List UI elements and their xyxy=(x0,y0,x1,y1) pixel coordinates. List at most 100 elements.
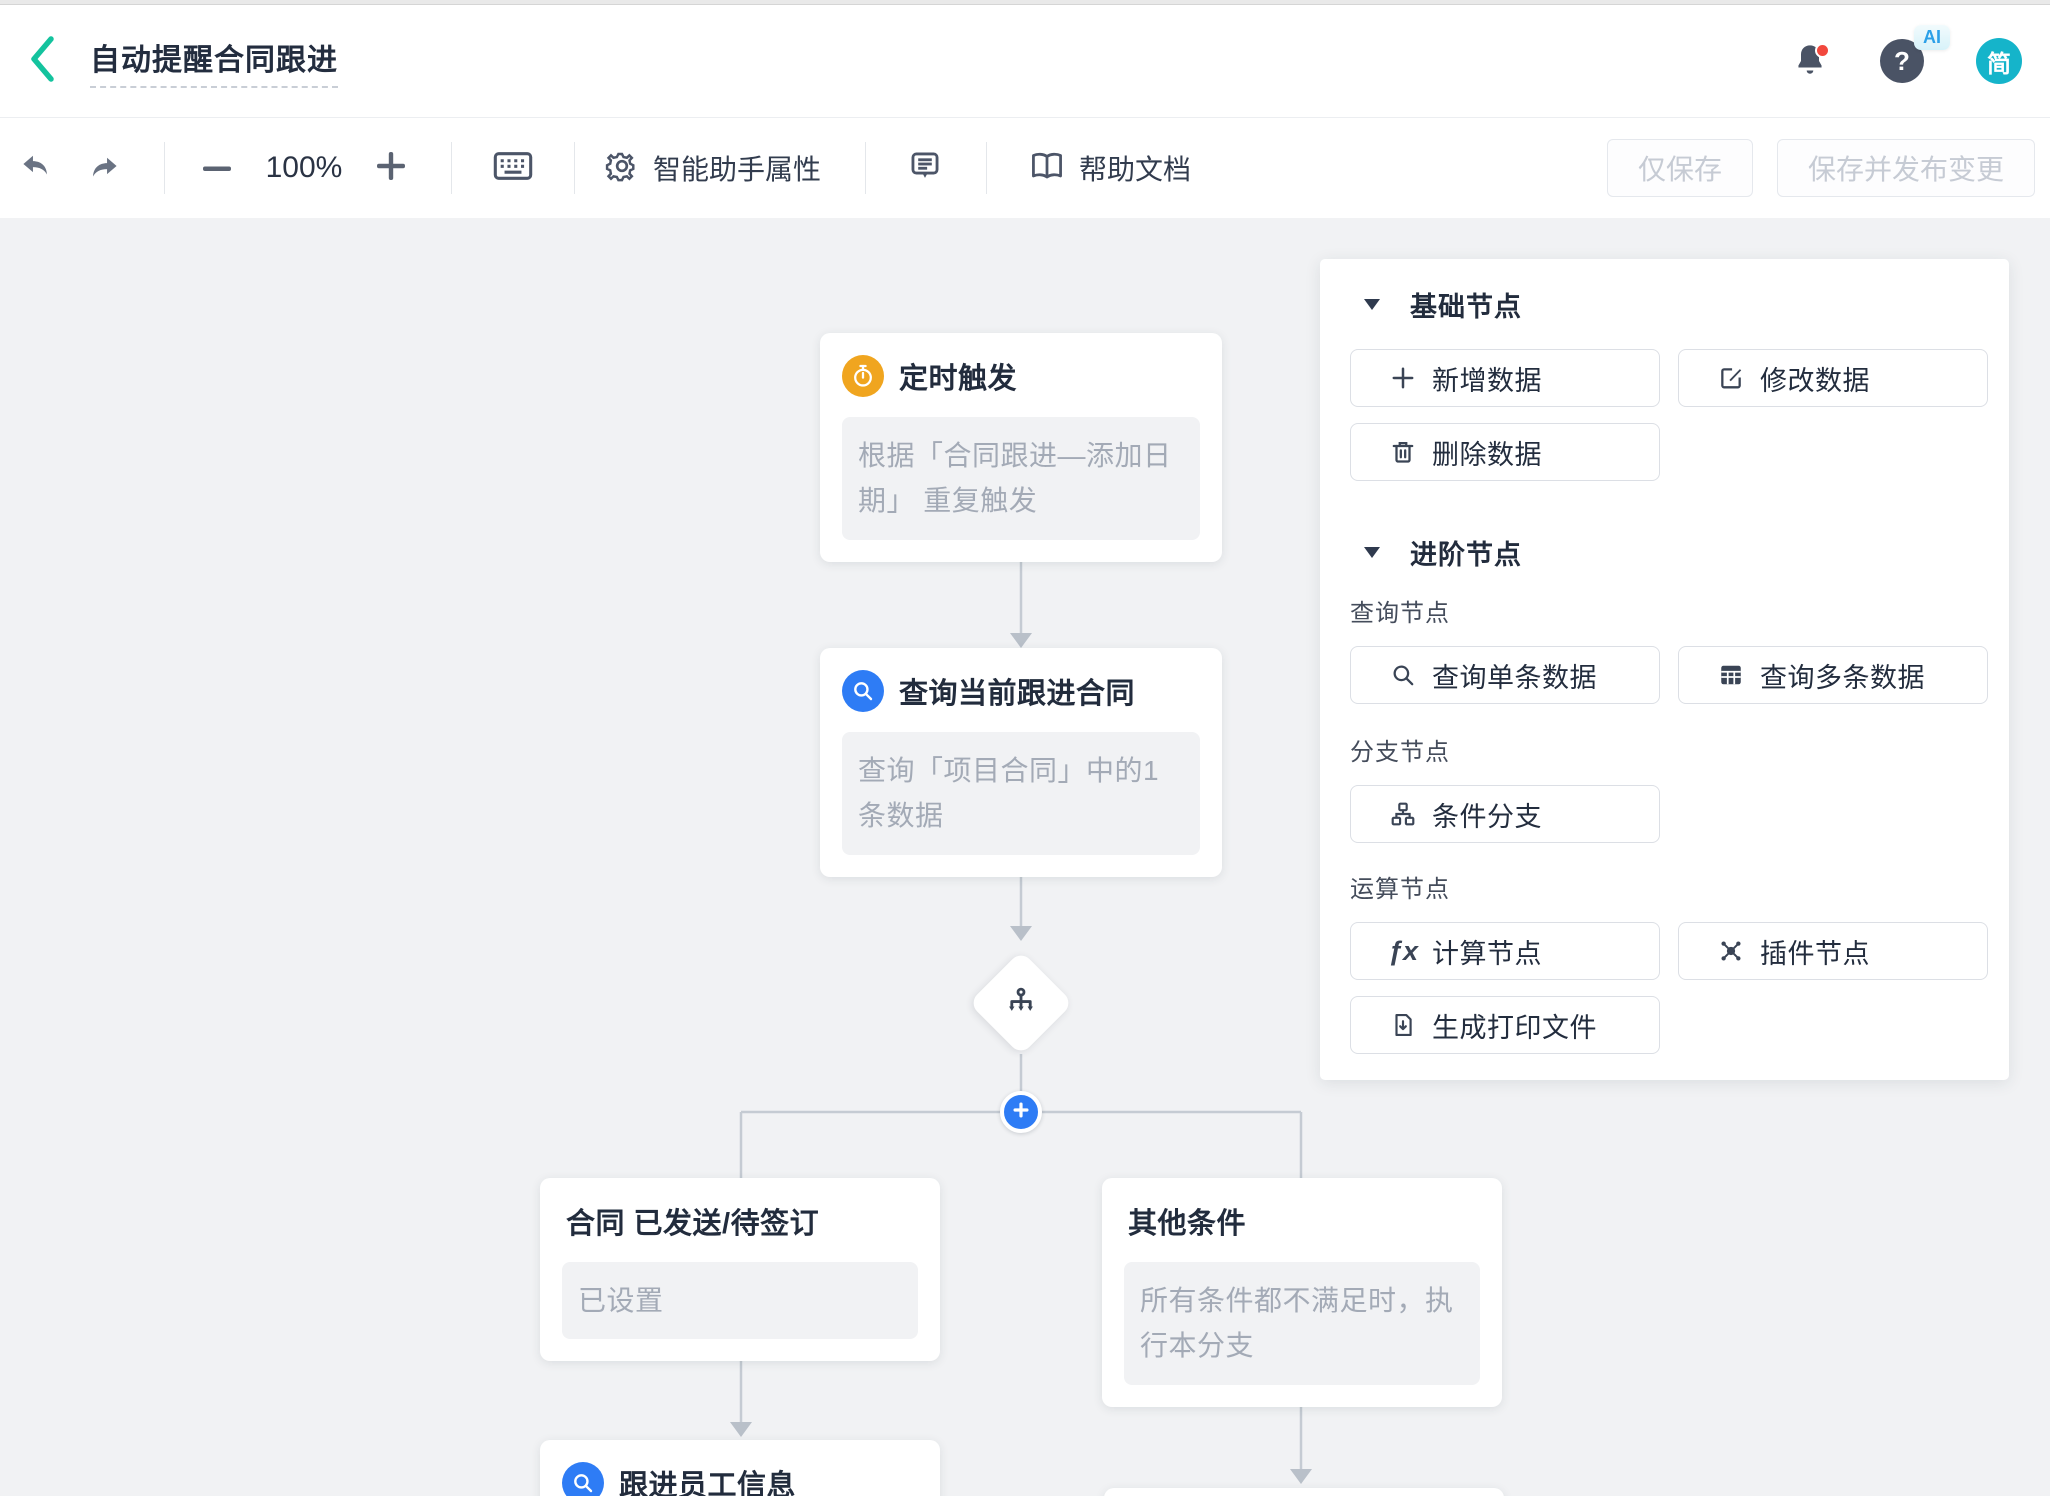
button-label: 修改数据 xyxy=(1760,365,1870,396)
gear-icon xyxy=(605,149,639,188)
help-doc-button[interactable]: 帮助文档 xyxy=(1029,148,1191,188)
group-compute-label: 运算节点 xyxy=(1350,876,1450,903)
collapse-triangle-icon xyxy=(1364,298,1380,310)
plus-icon xyxy=(1387,365,1419,391)
zoom-level: 100% xyxy=(265,151,343,184)
plus-icon xyxy=(1011,1100,1031,1125)
node-branch-contract-sent[interactable]: 合同 已发送/待签订 已设置 xyxy=(540,1178,940,1362)
palette-calc-node[interactable]: ƒx 计算节点 xyxy=(1350,922,1660,980)
formula-fx-icon: ƒx xyxy=(1387,935,1419,966)
table-grid-icon xyxy=(1715,662,1747,688)
ai-badge: AI xyxy=(1914,25,1950,50)
back-button[interactable] xyxy=(22,35,62,87)
avatar[interactable]: 简 xyxy=(1976,38,2022,84)
node-title: 定时触发 xyxy=(899,363,1018,395)
section-title: 进阶节点 xyxy=(1410,539,1522,570)
search-icon xyxy=(562,1462,604,1496)
node-description: 根据「合同跟进—添加日期」 重复触发 xyxy=(842,417,1200,540)
flow-canvas[interactable]: 定时触发 根据「合同跟进—添加日期」 重复触发 查询当前跟进合同 查询「项目合同… xyxy=(0,218,2050,1496)
button-label: 条件分支 xyxy=(1432,801,1542,832)
assistant-properties-label: 智能助手属性 xyxy=(653,154,822,185)
redo-icon xyxy=(88,153,122,183)
node-description: 所有条件都不满足时，执行本分支 xyxy=(1124,1262,1480,1385)
toolbar-divider xyxy=(986,142,988,194)
node-description: 已设置 xyxy=(562,1262,918,1340)
collapse-triangle-icon xyxy=(1364,546,1380,558)
zoom-out-button[interactable] xyxy=(185,138,249,198)
node-bottom-right[interactable] xyxy=(1104,1488,1504,1496)
notifications-button[interactable] xyxy=(1792,41,1830,81)
save-publish-button[interactable]: 保存并发布变更 xyxy=(1776,139,2035,197)
undo-icon xyxy=(18,151,52,186)
redo-button[interactable] xyxy=(70,138,140,198)
button-label: 查询多条数据 xyxy=(1760,662,1925,693)
branch-tree-icon xyxy=(1004,986,1038,1020)
node-title: 跟进员工信息 xyxy=(619,1470,797,1496)
minus-icon xyxy=(203,159,231,177)
toolbar: 100% 智能助手属性 xyxy=(0,118,2050,218)
node-palette: 基础节点 新增数据 修改数据 删除数据 进阶节点 xyxy=(1320,259,2009,1080)
node-timer-trigger[interactable]: 定时触发 根据「合同跟进—添加日期」 重复触发 xyxy=(820,333,1222,562)
notification-badge xyxy=(1815,43,1830,58)
palette-edit-data[interactable]: 修改数据 xyxy=(1678,349,1988,407)
section-title: 基础节点 xyxy=(1410,291,1522,322)
section-advanced-nodes[interactable]: 进阶节点 xyxy=(1350,535,1989,570)
undo-button[interactable] xyxy=(0,138,70,198)
app-header: 自动提醒合同跟进 ? AI 简 xyxy=(0,5,2050,118)
button-label: 删除数据 xyxy=(1432,439,1542,470)
toolbar-divider xyxy=(574,142,575,194)
question-mark-icon: ? xyxy=(1880,39,1924,83)
palette-add-data[interactable]: 新增数据 xyxy=(1350,349,1660,407)
back-chevron-icon xyxy=(27,35,57,88)
button-label: 新增数据 xyxy=(1432,365,1542,396)
toolbar-divider xyxy=(865,142,867,194)
edit-icon xyxy=(1715,365,1747,391)
window-edge xyxy=(0,0,2050,5)
node-title: 其他条件 xyxy=(1128,1208,1247,1240)
plugin-node-icon xyxy=(1715,938,1747,964)
section-basic-nodes[interactable]: 基础节点 xyxy=(1350,287,1989,322)
plus-icon xyxy=(377,151,405,185)
org-branch-icon xyxy=(1387,801,1419,827)
search-icon xyxy=(842,670,884,712)
help-button[interactable]: ? AI xyxy=(1880,25,1950,83)
comments-button[interactable] xyxy=(908,138,942,198)
help-doc-label: 帮助文档 xyxy=(1079,154,1192,185)
toolbar-divider xyxy=(164,142,165,194)
button-label: 计算节点 xyxy=(1432,938,1542,969)
node-query-contract[interactable]: 查询当前跟进合同 查询「项目合同」中的1条数据 xyxy=(820,648,1222,877)
group-query-label: 查询节点 xyxy=(1350,600,1450,627)
add-branch-button[interactable] xyxy=(1000,1091,1042,1133)
comment-icon xyxy=(908,149,942,188)
book-icon xyxy=(1029,150,1065,187)
palette-print-file[interactable]: 生成打印文件 xyxy=(1350,996,1660,1054)
palette-plugin-node[interactable]: 插件节点 xyxy=(1678,922,1988,980)
palette-condition-branch[interactable]: 条件分支 xyxy=(1350,785,1660,843)
file-download-icon xyxy=(1387,1012,1419,1038)
node-description: 查询「项目合同」中的1条数据 xyxy=(842,732,1200,855)
shortcuts-button[interactable] xyxy=(478,138,548,198)
toolbar-divider xyxy=(451,142,452,194)
trash-icon xyxy=(1387,439,1419,465)
node-title: 查询当前跟进合同 xyxy=(899,678,1136,710)
node-branch-other[interactable]: 其他条件 所有条件都不满足时，执行本分支 xyxy=(1102,1178,1502,1407)
button-label: 生成打印文件 xyxy=(1432,1012,1597,1043)
button-label: 插件节点 xyxy=(1760,938,1870,969)
save-only-button[interactable]: 仅保存 xyxy=(1606,139,1753,197)
assistant-properties-button[interactable]: 智能助手属性 xyxy=(605,148,821,188)
search-icon xyxy=(1387,662,1419,688)
zoom-in-button[interactable] xyxy=(359,138,423,198)
workflow-title[interactable]: 自动提醒合同跟进 xyxy=(90,35,338,88)
button-label: 查询单条数据 xyxy=(1432,662,1597,693)
palette-query-multi[interactable]: 查询多条数据 xyxy=(1678,646,1988,704)
node-title: 合同 已发送/待签订 xyxy=(566,1208,820,1240)
group-branch-label: 分支节点 xyxy=(1350,739,1450,766)
node-query-employee[interactable]: 跟进员工信息 xyxy=(540,1440,940,1496)
header-actions: ? AI 简 xyxy=(1792,25,2022,84)
bell-icon xyxy=(1792,45,1828,85)
stopwatch-icon xyxy=(842,355,884,397)
node-condition-gateway[interactable] xyxy=(968,950,1074,1056)
palette-delete-data[interactable]: 删除数据 xyxy=(1350,423,1660,481)
palette-query-single[interactable]: 查询单条数据 xyxy=(1350,646,1660,704)
